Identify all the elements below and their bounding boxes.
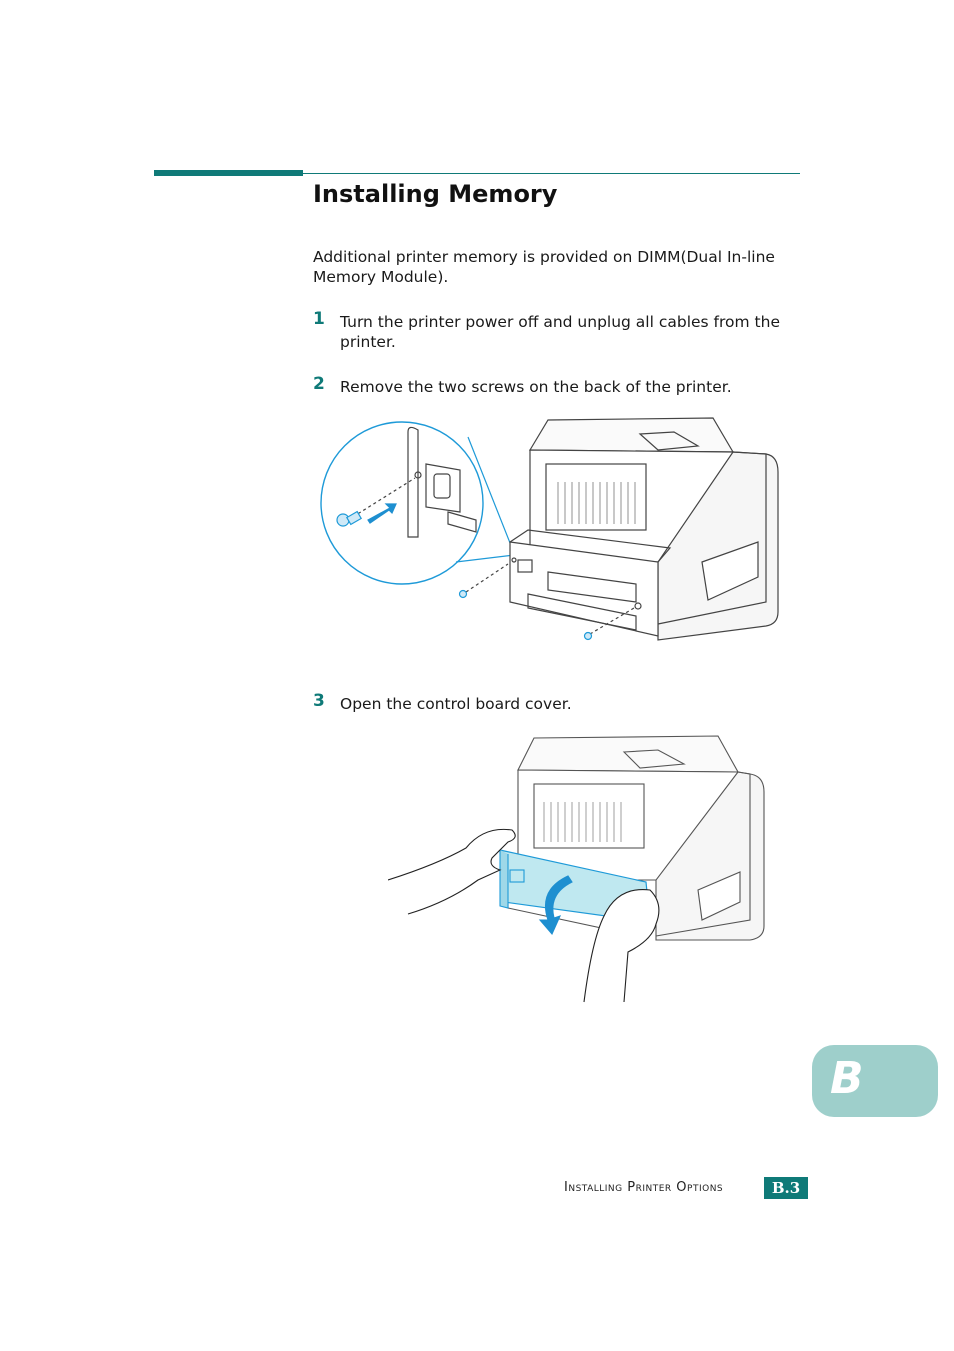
open-cover-illustration — [388, 735, 765, 1003]
header-rule-thin — [303, 173, 800, 174]
step-number: 2 — [313, 374, 325, 394]
step-1: 1 Turn the printer power off and unplug … — [313, 309, 793, 352]
step-3: 3 Open the control board cover. — [313, 691, 793, 714]
chapter-tab-letter: B — [830, 1053, 864, 1104]
step-text: Open the control board cover. — [340, 695, 572, 713]
remove-screws-illustration — [320, 417, 779, 641]
step-text: Turn the printer power off and unplug al… — [340, 313, 780, 351]
step-number: 1 — [313, 309, 325, 329]
step-2: 2 Remove the two screws on the back of t… — [313, 374, 793, 397]
header-rule-thick — [154, 170, 303, 176]
step-text: Remove the two screws on the back of the… — [340, 378, 732, 396]
step-number: 3 — [313, 691, 325, 711]
intro-paragraph: Additional printer memory is provided on… — [313, 248, 775, 286]
chapter-tab — [812, 1045, 938, 1117]
footer-section-label: Installing Printer Options — [564, 1180, 724, 1195]
page-title: Installing Memory — [313, 180, 558, 208]
page-number: B.3 — [764, 1177, 808, 1199]
